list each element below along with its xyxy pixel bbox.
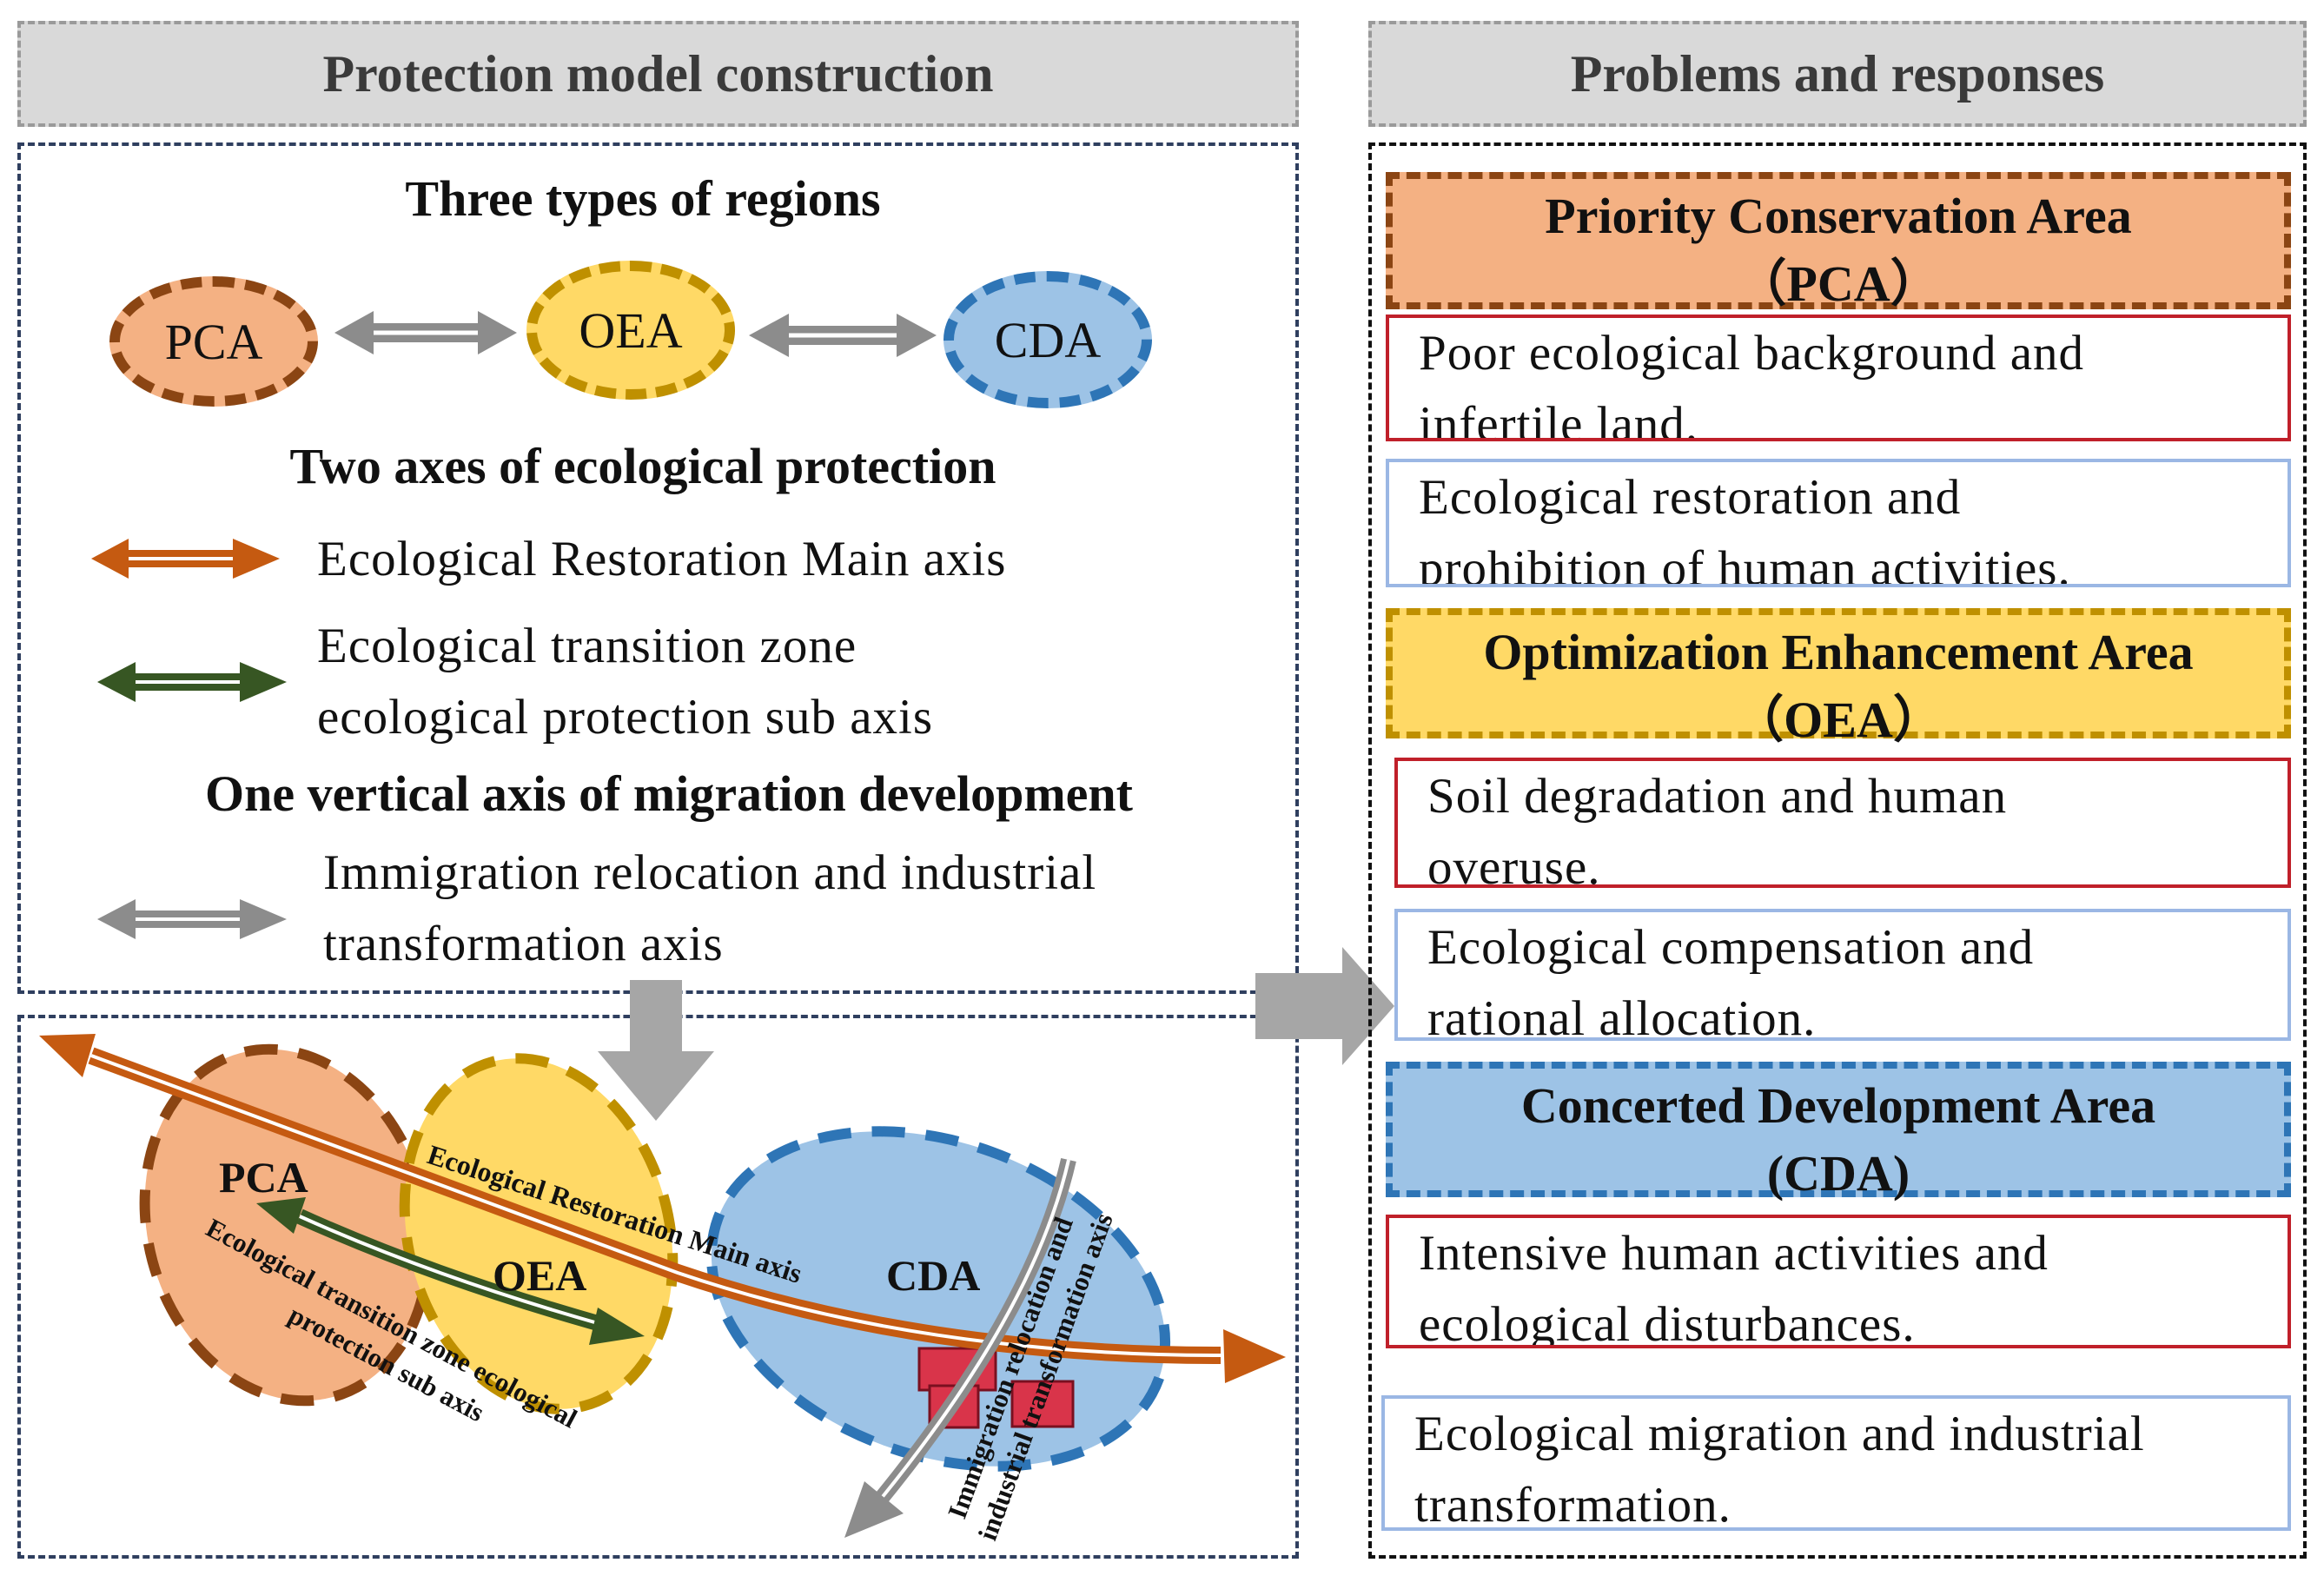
left-title-banner: Protection model construction [17,21,1299,127]
responses-panel [1368,142,2307,1559]
response-line: rational allocation. [1427,991,1817,1041]
sub-axis-legend-arrow [97,662,287,702]
migration-axis-label-line1: Immigration relocation and industrial [323,845,1097,900]
sub-axis-label-line1: Ecological transition zone [317,619,857,673]
double-arrow-icon [334,311,517,354]
map-migration-axis-arrow [844,1157,1076,1538]
right-title-banner: Problems and responses [1368,21,2307,127]
right-title: Problems and responses [1570,44,2105,103]
main-axis-legend-arrow [91,539,280,579]
area-abbr-oea: （OEA） [1733,692,1943,748]
area-header-cda: Concerted Development Area (CDA) [1386,1062,2291,1202]
legend-arrows [91,311,937,939]
region-oea-label: OEA [579,301,683,359]
map-sub-axis-arrow [256,1197,645,1345]
area-header-pca: Priority Conservation Area （PCA） [1386,172,2291,312]
map-oea-label: OEA [493,1251,586,1300]
area-header-oea: Optimization Enhancement Area （OEA） [1386,608,2291,748]
response-line: Ecological restoration and [1419,470,1962,525]
area-title-pca: Priority Conservation Area [1545,188,2132,244]
response-line: Ecological compensation and [1427,920,2035,975]
area-title-cda: Concerted Development Area [1520,1077,2156,1134]
problem-box-oea: Soil degradation and human overuse. [1394,758,2291,888]
response-line: prohibition of human activities. [1419,541,2071,587]
area-abbr-cda: (CDA) [1766,1145,1910,1202]
region-cda-label: CDA [994,311,1102,368]
down-arrow-icon [598,980,714,1121]
response-line: transformation. [1414,1478,1731,1531]
response-line: Ecological migration and industrial [1414,1407,2145,1461]
region-pca-label: PCA [164,313,263,370]
map-cda-label: CDA [886,1251,980,1300]
problem-box-pca: Poor ecological background and infertile… [1386,315,2291,441]
sub-axis-label-line2: ecological protection sub axis [317,690,934,745]
map-pca-label: PCA [219,1153,308,1202]
vertical-heading: One vertical axis of migration developme… [205,765,1133,822]
migration-axis-label-line2: transformation axis [323,917,724,971]
problem-line: Poor ecological background and [1419,326,2085,381]
problem-line: ecological disturbances. [1419,1297,1916,1348]
sub-axis-label: Ecological transition zone ecological pr… [317,611,933,753]
double-arrow-icon [749,314,937,357]
axes-heading: Two axes of ecological protection [289,438,996,494]
right-arrow-icon [1255,947,1394,1065]
left-title: Protection model construction [322,44,994,103]
response-box-cda: Ecological migration and industrial tran… [1381,1395,2291,1531]
problem-line: Soil degradation and human [1427,769,2008,824]
problem-line: Intensive human activities and [1419,1226,2049,1281]
regions-heading: Three types of regions [405,170,881,227]
main-axis-label: Ecological Restoration Main axis [317,532,1007,586]
response-box-pca: Ecological restoration and prohibition o… [1386,459,2291,587]
map-main-axis-arrow [39,1034,1286,1383]
area-title-oea: Optimization Enhancement Area [1483,624,2194,680]
problem-line: infertile land. [1419,397,1699,441]
migration-axis-label: Immigration relocation and industrial tr… [323,838,1096,980]
problem-box-cda: Intensive human activities and ecologica… [1386,1215,2291,1348]
area-abbr-pca: （PCA） [1736,255,1941,312]
response-box-oea: Ecological compensation and rational all… [1394,909,2291,1041]
migration-axis-legend-arrow [97,899,287,939]
problem-line: overuse. [1427,840,1601,888]
